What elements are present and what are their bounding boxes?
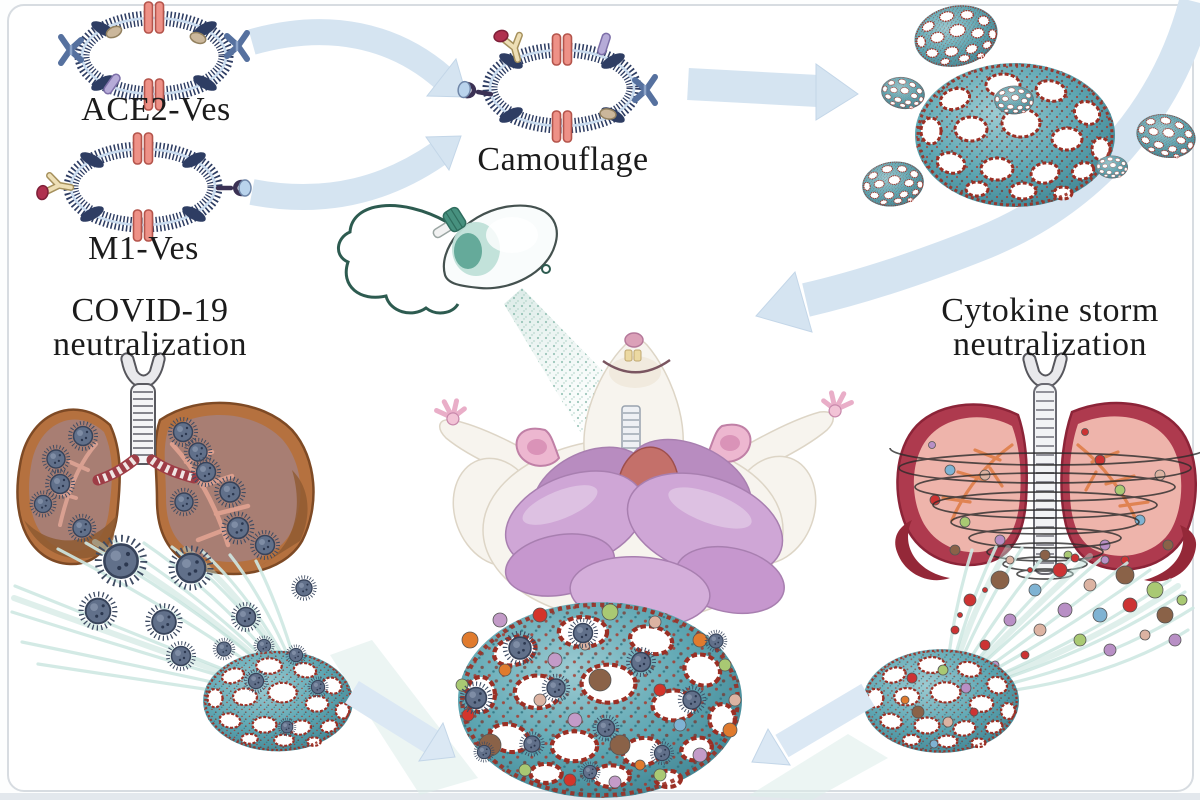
left-lobe [895, 403, 1028, 581]
arrow-ace2-to-camouflage [248, 19, 468, 98]
label-ace2-ves: ACE2-Ves [81, 91, 231, 128]
mouse-left-ear [515, 427, 561, 467]
label-covid-line2: neutralization [53, 326, 247, 363]
mouse-mouth [602, 358, 671, 374]
label-camouflage: Camouflage [477, 141, 649, 178]
label-m1-ves: M1-Ves [88, 230, 199, 267]
label-cytokine-line1: Cytokine storm [941, 292, 1159, 329]
trachea [1022, 352, 1068, 575]
cytokines-in-lungs [928, 428, 1174, 565]
trachea [92, 352, 200, 486]
label-cytokine-line2: neutralization [953, 326, 1147, 363]
mask-strap [337, 204, 460, 315]
right-nanosponge [861, 647, 1021, 755]
arrow-nanosponges-to-mouse [755, 0, 1200, 333]
arrow-camouflage-to-nanosponges [687, 63, 859, 121]
mouse-nose [624, 332, 644, 348]
falling-cytokines [950, 549, 1188, 670]
arrow-m1-to-camouflage [249, 135, 462, 210]
label-covid-neutralization: COVID-19 neutralization [10, 294, 290, 362]
nebulizer-mask [337, 204, 558, 315]
arrow-right-sphere-to-center [751, 683, 875, 766]
arrow-left-sphere-to-center [345, 680, 456, 762]
mask-strap-ring [541, 264, 551, 274]
label-covid-line1: COVID-19 [71, 292, 229, 329]
right-lobe [1060, 401, 1197, 582]
mask-valve [432, 206, 467, 239]
mouse-teeth [624, 349, 642, 362]
mouse-illustration [435, 332, 854, 629]
label-cytokine-neutralization: Cytokine storm neutralization [895, 294, 1200, 362]
central-nanosponge [455, 602, 742, 798]
covid-infected-lungs [16, 352, 315, 576]
